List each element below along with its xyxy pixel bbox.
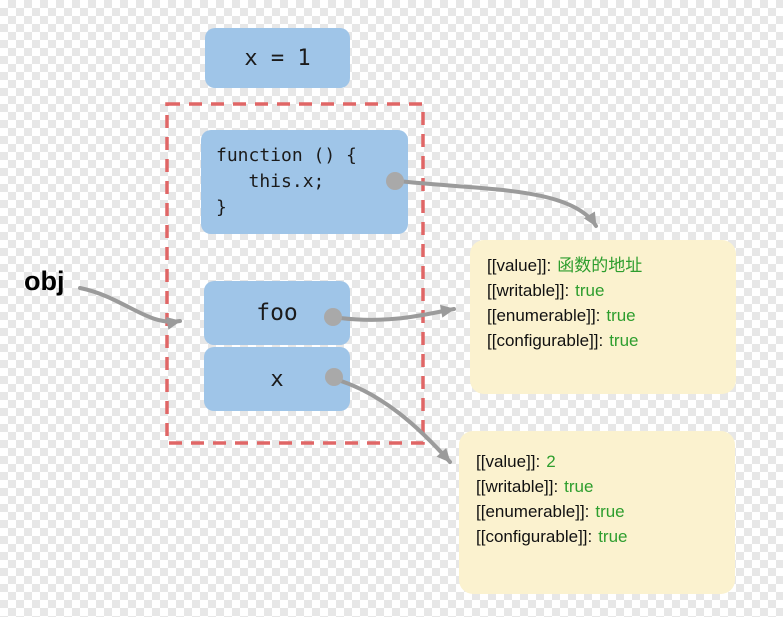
foo-box-label: foo [256, 300, 298, 326]
property-descriptor-box-1: [[value]]: 函数的地址 [[writable]]: true [[enum… [470, 240, 736, 394]
property-key: [[writable]]: [476, 477, 559, 496]
property-value: true [575, 281, 605, 300]
arrow-x-to-descriptor2 [336, 378, 452, 464]
property-value: true [595, 502, 625, 521]
property-value: true [564, 477, 594, 496]
arrow-function-to-descriptor1 [396, 179, 598, 228]
function-code-line-3: } [216, 197, 227, 218]
var-box: x = 1 [205, 28, 350, 88]
property-line: [[configurable]]: true [476, 524, 718, 549]
var-box-label: x = 1 [244, 45, 311, 71]
property-key: [[writable]]: [487, 281, 570, 300]
x-box: x [204, 347, 350, 411]
property-value: 2 [546, 452, 556, 471]
function-code-line-1: function () { [216, 145, 357, 166]
property-value: true [606, 306, 636, 325]
property-key: [[enumerable]]: [476, 502, 590, 521]
x-box-label: x [270, 366, 284, 392]
property-value: 函数的地址 [557, 256, 643, 275]
property-line: [[configurable]]: true [487, 328, 719, 353]
function-box: function () { this.x; } [201, 130, 408, 234]
property-line: [[writable]]: true [476, 474, 718, 499]
property-key: [[enumerable]]: [487, 306, 601, 325]
property-line: [[value]]: 2 [476, 449, 718, 474]
property-value: true [598, 527, 628, 546]
property-key: [[configurable]]: [487, 331, 604, 350]
property-line: [[value]]: 函数的地址 [487, 253, 719, 278]
function-code-line-2: this.x; [216, 171, 325, 192]
arrow-foo-to-descriptor1 [338, 304, 456, 322]
foo-box: foo [204, 281, 350, 345]
property-line: [[writable]]: true [487, 278, 719, 303]
property-line: [[enumerable]]: true [476, 499, 718, 524]
property-key: [[configurable]]: [476, 527, 593, 546]
function-code: function () { this.x; } [216, 143, 357, 221]
property-key: [[value]]: [476, 452, 541, 471]
property-line: [[enumerable]]: true [487, 303, 719, 328]
property-descriptor-box-2: [[value]]: 2 [[writable]]: true [[enumerab… [459, 431, 735, 594]
obj-label: obj [24, 266, 65, 296]
property-value: true [609, 331, 639, 350]
property-key: [[value]]: [487, 256, 552, 275]
arrow-obj-to-scope [78, 286, 182, 330]
